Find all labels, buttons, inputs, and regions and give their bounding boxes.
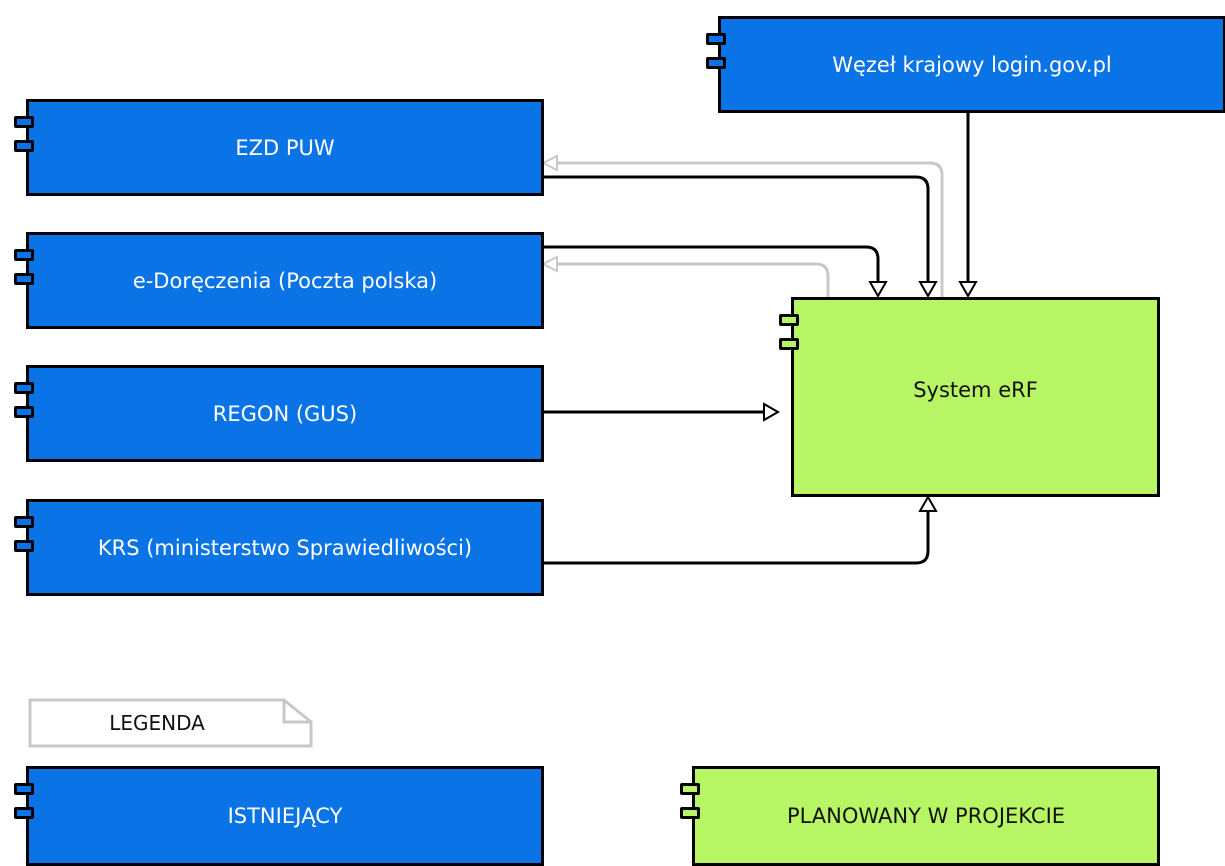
- arrowhead-krs-erf: [918, 494, 938, 512]
- connector-edoreczenia-to-erf: [543, 245, 880, 284]
- arrowhead-login: [958, 281, 978, 299]
- legend-title: LEGENDA: [30, 700, 284, 746]
- legend-existing-label: ISTNIEJĄCY: [227, 804, 343, 828]
- connector-erf-to-edoreczenia: [552, 262, 830, 298]
- component-icon: [14, 807, 34, 819]
- connector-erf-to-ezd: [552, 161, 944, 298]
- component-label: REGON (GUS): [212, 401, 358, 426]
- component-system-erf[interactable]: System eRF: [779, 297, 1160, 497]
- legend-note-shape: [28, 698, 313, 748]
- component-icon: [779, 314, 799, 326]
- arrowhead-ezd-erf: [918, 281, 938, 299]
- component-label: e-Doręczenia (Poczta polska): [132, 268, 438, 293]
- component-icon: [14, 273, 34, 285]
- arrowhead-edoreczenia-erf: [868, 281, 888, 299]
- component-regon[interactable]: REGON (GUS): [14, 365, 544, 462]
- legend-existing: ISTNIEJĄCY: [14, 766, 544, 866]
- component-icon: [14, 516, 34, 528]
- component-icon: [14, 783, 34, 795]
- component-icon: [14, 382, 34, 394]
- component-icon: [14, 116, 34, 128]
- legend-planned-label: PLANOWANY W PROJEKCIE: [786, 804, 1066, 828]
- component-label: System eRF: [913, 378, 1038, 402]
- component-label: EZD PUW: [235, 135, 335, 160]
- arrowhead-edoreczenia: [540, 255, 558, 273]
- connector-krs-to-erf: [543, 510, 930, 565]
- component-login-gov[interactable]: Węzeł krajowy login.gov.pl: [706, 16, 1225, 113]
- legend-planned: PLANOWANY W PROJEKCIE: [680, 766, 1160, 866]
- component-ezd-puw[interactable]: EZD PUW: [14, 99, 544, 196]
- component-icon: [14, 406, 34, 418]
- arrowhead-regon-erf: [763, 402, 781, 422]
- component-icon: [706, 57, 726, 69]
- component-e-doreczenia[interactable]: e-Doręczenia (Poczta polska): [14, 232, 544, 329]
- component-icon: [14, 140, 34, 152]
- component-icon: [706, 33, 726, 45]
- component-icon: [14, 540, 34, 552]
- component-icon: [14, 249, 34, 261]
- component-icon: [680, 783, 700, 795]
- legend-note-fold: [282, 700, 311, 724]
- arrowhead-ezd: [540, 154, 558, 172]
- component-icon: [779, 338, 799, 350]
- connector-ezd-to-erf: [543, 175, 930, 284]
- component-label: KRS (ministerstwo Sprawiedliwości): [97, 535, 473, 560]
- component-krs[interactable]: KRS (ministerstwo Sprawiedliwości): [14, 499, 544, 596]
- component-icon: [680, 807, 700, 819]
- legend-title-label: LEGENDA: [109, 711, 205, 735]
- component-label: Węzeł krajowy login.gov.pl: [832, 52, 1112, 77]
